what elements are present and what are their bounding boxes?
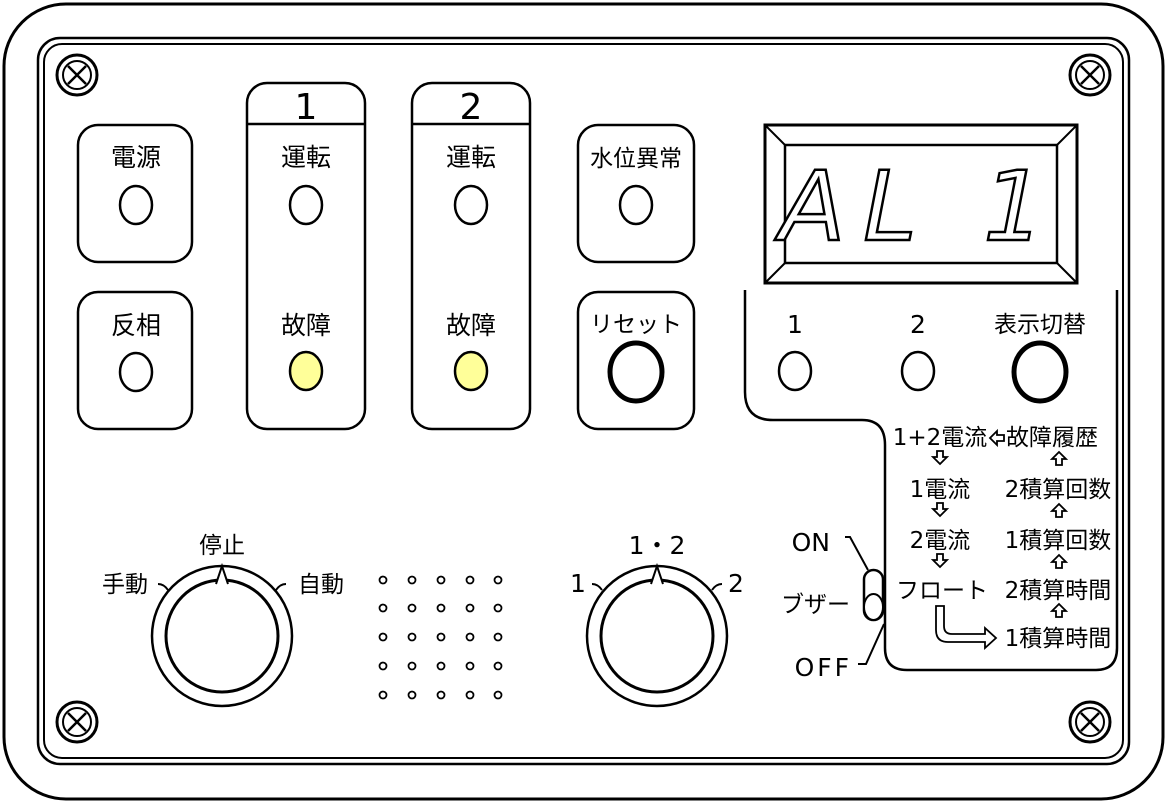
power-label: 電源 xyxy=(111,143,161,172)
reset-pushbutton[interactable] xyxy=(607,340,665,404)
flow-item: 1積算回数 xyxy=(1005,528,1112,554)
grille-hole xyxy=(407,603,417,613)
grille-hole xyxy=(378,603,388,613)
water-level-alarm-led xyxy=(618,184,654,226)
display-switch-button[interactable] xyxy=(1011,340,1069,404)
mode-selector-knob[interactable] xyxy=(150,562,294,708)
grille-hole xyxy=(407,690,417,700)
grille-hole xyxy=(436,575,446,585)
screw-icon xyxy=(55,53,99,97)
water-level-alarm-indicator: 水位異常 xyxy=(576,123,696,264)
arrow-bent-right-icon xyxy=(935,605,998,651)
grille-hole xyxy=(407,575,417,585)
pump2-fault-label: 故障 xyxy=(446,311,496,340)
buzzer-label: ブザー xyxy=(781,592,850,618)
flow-item: 1+2電流 xyxy=(893,425,988,451)
reverse-phase-label: 反相 xyxy=(111,311,161,340)
panel-border-inner xyxy=(43,43,1124,759)
grille-hole xyxy=(436,690,446,700)
grille-hole xyxy=(378,575,388,585)
flow-item: 1電流 xyxy=(910,477,971,503)
display-value: AL 1 xyxy=(774,151,1063,263)
grille-hole xyxy=(465,661,475,671)
grille-hole xyxy=(378,661,388,671)
display-subpanel-outline xyxy=(743,290,1119,672)
grille-hole xyxy=(465,632,475,642)
screw-icon xyxy=(1068,700,1112,744)
screw-icon xyxy=(55,700,99,744)
display-led1 xyxy=(777,350,813,392)
buzzer-on-label: ON xyxy=(792,528,830,557)
pump1-run-led xyxy=(288,184,324,226)
display-mode-flow: 1+2電流 1電流 2電流 フロート 故障履歴 2積算回数 1積算回数 2積算時… xyxy=(893,425,1112,652)
reverse-phase-led xyxy=(118,351,154,393)
grille-hole xyxy=(407,632,417,642)
grille-hole xyxy=(407,661,417,671)
panel-border-outer xyxy=(36,36,1131,766)
mode-stop-label: 停止 xyxy=(199,533,245,559)
display-led1-label: 1 xyxy=(787,310,803,339)
screw-icon xyxy=(1068,53,1112,97)
arrow-down-icon xyxy=(930,553,950,569)
grille-hole xyxy=(436,603,446,613)
grille-hole xyxy=(493,575,503,585)
flow-item: フロート xyxy=(896,578,988,604)
pump1-run-label: 運転 xyxy=(281,143,331,172)
arrow-left-icon xyxy=(988,428,1005,448)
grille-hole xyxy=(493,690,503,700)
pump2-number: 2 xyxy=(460,87,483,128)
grille-hole xyxy=(493,632,503,642)
water-level-alarm-label: 水位異常 xyxy=(590,146,682,172)
pump1-number: 1 xyxy=(295,87,318,128)
pump2-run-label: 運転 xyxy=(446,143,496,172)
grille-hole xyxy=(378,690,388,700)
mode-auto-label: 自動 xyxy=(298,572,344,598)
display-led2-label: 2 xyxy=(910,310,926,339)
arrow-down-icon xyxy=(930,502,950,518)
pump1-group: 1 運転 故障 xyxy=(245,81,367,431)
display-switch-label: 表示切替 xyxy=(994,312,1086,338)
grille-hole xyxy=(436,632,446,642)
arrow-up-icon xyxy=(1049,502,1069,518)
grille-hole xyxy=(493,603,503,613)
grille-hole xyxy=(465,575,475,585)
arrow-up-icon xyxy=(1049,602,1069,618)
pump-select-knob[interactable] xyxy=(585,562,729,708)
arrow-up-icon xyxy=(1049,450,1069,466)
flow-item: 2積算時間 xyxy=(1005,578,1112,604)
buzzer-speaker-grille xyxy=(378,575,503,700)
pump2-fault-led xyxy=(453,350,489,392)
flow-item: 故障履歴 xyxy=(1006,425,1098,451)
reverse-phase-indicator: 反相 xyxy=(76,290,194,431)
pump-select-2-label: 2 xyxy=(728,569,744,598)
reset-label: リセット xyxy=(590,312,682,338)
seven-segment-display: AL 1 xyxy=(763,123,1079,285)
flow-item: 2電流 xyxy=(910,528,971,554)
reset-button[interactable]: リセット xyxy=(576,290,696,431)
power-indicator: 電源 xyxy=(76,123,194,264)
grille-hole xyxy=(465,690,475,700)
buzzer-off-label: OFF xyxy=(795,653,852,682)
buzzer-toggle-switch[interactable] xyxy=(845,536,885,665)
pump1-fault-label: 故障 xyxy=(281,311,331,340)
grille-hole xyxy=(465,603,475,613)
pump1-fault-led xyxy=(288,350,324,392)
grille-hole xyxy=(378,632,388,642)
mode-manual-label: 手動 xyxy=(102,572,148,598)
pump2-run-led xyxy=(453,184,489,226)
grille-hole xyxy=(493,661,503,671)
grille-hole xyxy=(436,661,446,671)
flow-item: 2積算回数 xyxy=(1005,477,1112,503)
pump2-group: 2 運転 故障 xyxy=(410,81,532,431)
flow-item: 1積算時間 xyxy=(1005,626,1112,652)
power-led xyxy=(118,184,154,226)
arrow-up-icon xyxy=(1049,553,1069,569)
arrow-down-icon xyxy=(930,450,950,466)
pump-select-both-label: 1・2 xyxy=(629,531,686,560)
display-led2 xyxy=(900,350,936,392)
pump-select-1-label: 1 xyxy=(570,569,586,598)
